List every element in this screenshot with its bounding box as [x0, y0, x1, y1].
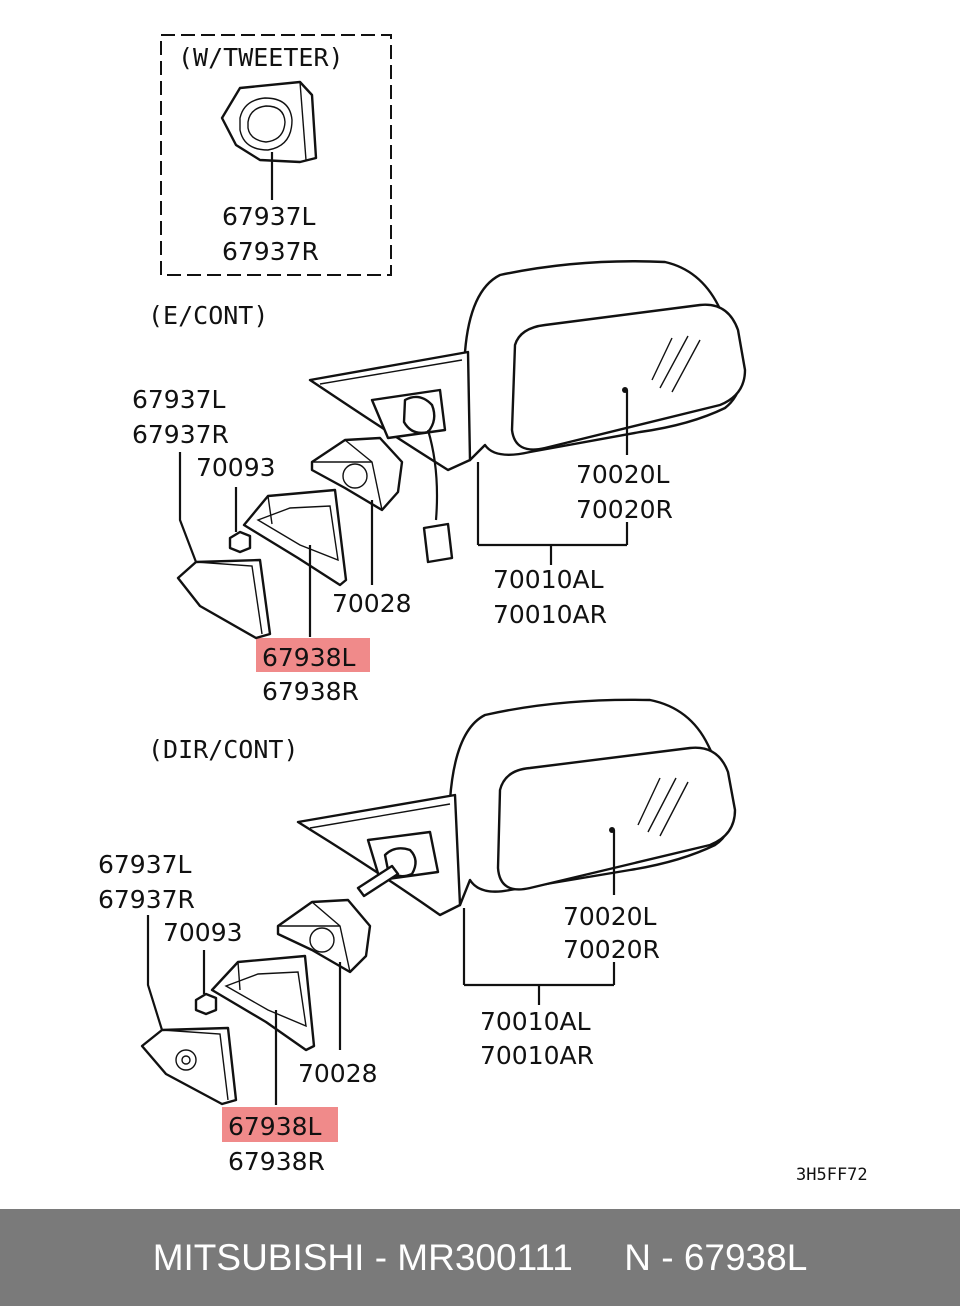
footer-bar: MITSUBISHI - MR300111 N - 67938L	[0, 1209, 960, 1306]
econt-cover-part	[176, 558, 272, 640]
econt-garnish-r: 67938R	[262, 677, 359, 706]
econt-cover-leader	[178, 452, 198, 563]
tweeter-part-number-l: 67937L	[222, 202, 316, 231]
tweeter-section: (W/TWEETER) 67937L 67937R	[160, 34, 392, 276]
dircont-assy-l: 70010AL	[480, 1007, 591, 1036]
dircont-cover-l: 67937L	[98, 850, 192, 879]
econt-garnish-l: 67938L	[262, 643, 356, 672]
econt-glass-l: 70020L	[576, 460, 670, 489]
econt-garnish-part	[242, 488, 348, 587]
dircont-cover-part	[140, 1026, 238, 1106]
dircont-seal-part	[276, 898, 372, 974]
dircont-nut-part	[194, 992, 218, 1016]
econt-assy-l: 70010AL	[493, 565, 604, 594]
econt-cover-r: 67937R	[132, 420, 229, 449]
tweeter-cover-part	[220, 80, 318, 164]
dircont-cover-r: 67937R	[98, 885, 195, 914]
econt-cover-l: 67937L	[132, 385, 226, 414]
footer-text: MITSUBISHI - MR300111 N - 67938L	[152, 1236, 808, 1278]
dircont-garnish-l: 67938L	[228, 1112, 322, 1141]
dircont-mirror-assembly	[296, 698, 737, 917]
econt-glass-r: 70020R	[576, 495, 673, 524]
econt-seal-label: 70028	[332, 589, 412, 618]
dircont-garnish-part	[210, 954, 316, 1052]
dircont-glass-r: 70020R	[563, 935, 660, 964]
econt-mirror-assembly	[308, 260, 747, 564]
dircont-glass-l: 70020L	[563, 902, 657, 931]
econt-nut-part	[228, 530, 252, 554]
econt-section-label: (E/CONT)	[148, 301, 268, 330]
dircont-nut-label: 70093	[163, 918, 243, 947]
econt-garnish-highlight	[256, 638, 370, 672]
tweeter-dashed-box	[160, 34, 392, 276]
dircont-section-label: (DIR/CONT)	[148, 735, 299, 764]
tweeter-section-label: (W/TWEETER)	[178, 43, 344, 72]
econt-assy-r: 70010AR	[493, 600, 607, 629]
dircont-cover-leader	[146, 915, 164, 1031]
reference-code: 3H5FF72	[796, 1165, 868, 1185]
econt-nut-label: 70093	[196, 453, 276, 482]
dircont-garnish-r: 67938R	[228, 1147, 325, 1176]
dircont-seal-label: 70028	[298, 1059, 378, 1088]
dircont-garnish-highlight	[222, 1107, 338, 1142]
dircont-section: (DIR/CONT) 70020L 70020R 70010AL 70010AR	[98, 698, 737, 1176]
parts-diagram: (W/TWEETER) 67937L 67937R (E/CONT)	[98, 34, 868, 1185]
econt-section: (E/CONT) 70020L 70020R 70010AL 70010AR	[132, 260, 747, 706]
tweeter-part-number-r: 67937R	[222, 237, 319, 266]
econt-seal-part	[310, 436, 404, 512]
dircont-assy-r: 70010AR	[480, 1041, 594, 1070]
